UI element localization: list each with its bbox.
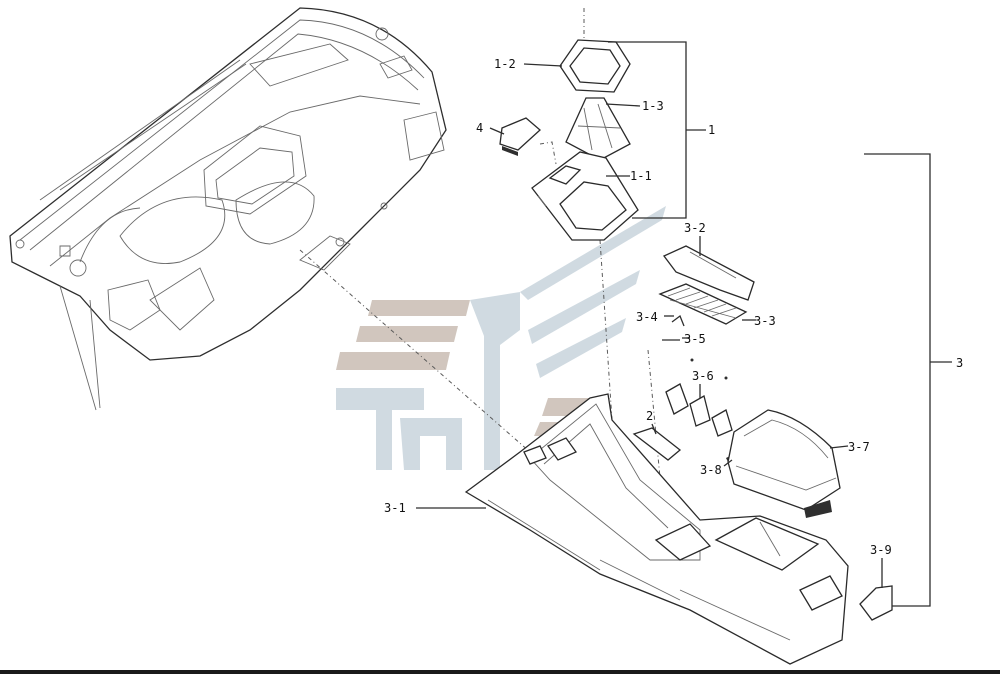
leader-lines [416, 41, 952, 607]
part-3-1-center-console [464, 393, 849, 665]
callout-3-7: 3-7 [848, 440, 870, 454]
callout-3-3: 3-3 [754, 314, 776, 328]
callout-3-5: 3-5 [684, 332, 706, 346]
callout-1-3: 1-3 [642, 99, 664, 113]
part-1-2-shift-bezel [559, 39, 631, 93]
part-3-7-armrest-lid [727, 409, 841, 518]
callout-labels: 1-2 1-3 1-1 4 1 3-2 3-3 3-4 3-5 3-6 3-7 … [384, 57, 963, 557]
callout-1-1: 1-1 [630, 169, 652, 183]
callout-1-2: 1-2 [494, 57, 516, 71]
part-3-6-trim-pieces [665, 358, 733, 437]
parts-3-4-3-5-fasteners [662, 314, 685, 341]
callout-3-1: 3-1 [384, 501, 406, 515]
callout-3: 3 [956, 356, 963, 370]
part-4-switch [499, 117, 541, 156]
part-3-9-cap [859, 585, 893, 621]
part-1-3-shift-boot [565, 97, 631, 161]
part-2-bracket [632, 427, 682, 461]
callout-3-9: 3-9 [870, 543, 892, 557]
part-1-1-console-panel [531, 151, 639, 241]
part-3-3-grille [658, 283, 748, 325]
callout-3-8: 3-8 [700, 463, 722, 477]
callout-4: 4 [476, 121, 483, 135]
assembly-guide-lines [299, 8, 665, 521]
part-3-2-cover [662, 245, 755, 301]
watermark-logo [336, 206, 666, 470]
bottom-border-line [0, 670, 1000, 674]
callout-3-4: 3-4 [636, 310, 658, 324]
callout-3-2: 3-2 [684, 221, 706, 235]
callout-2: 2 [646, 409, 653, 423]
callout-1: 1 [708, 123, 715, 137]
callout-3-6: 3-6 [692, 369, 714, 383]
instrument-panel-drawing [9, 7, 447, 411]
